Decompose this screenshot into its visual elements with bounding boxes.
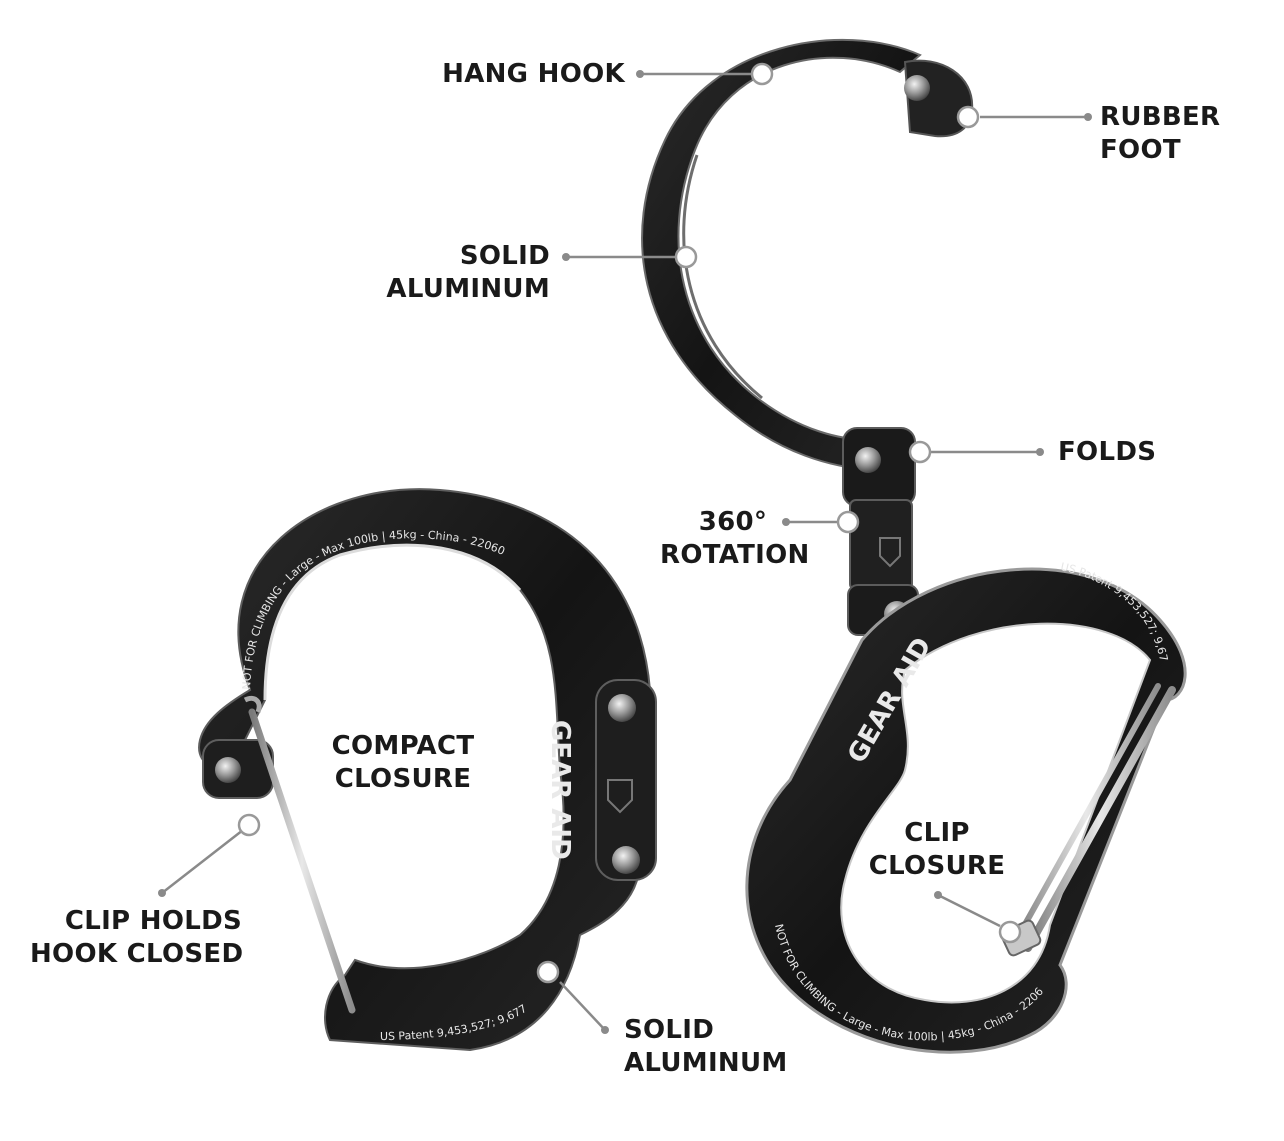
- left-carabiner: GEAR AID NOT FOR CLIMBING - Large - Max …: [0, 0, 657, 1052]
- callout-rings: [237, 62, 1022, 984]
- label-clip-closure: CLIP CLOSURE: [868, 818, 1006, 881]
- left-wire-clip: [248, 708, 356, 1014]
- logo-mark-icon-left: [607, 779, 633, 814]
- left-brand-mark: GEAR AID: [545, 720, 575, 860]
- hang-hook: [641, 39, 974, 472]
- label-hang-hook: HANG HOOK: [442, 59, 625, 89]
- label-folds: FOLDS: [1058, 437, 1157, 467]
- label-rubber-foot: RUBBER FOOT: [1100, 102, 1221, 165]
- label-solid-aluminum-bottom: SOLID ALUMINUM: [624, 1015, 788, 1078]
- logo-mark-icon: [879, 537, 901, 568]
- callout-dots: [158, 70, 1092, 1034]
- wire-gate: [1024, 686, 1176, 952]
- label-solid-aluminum-top: SOLID ALUMINUM: [386, 241, 550, 304]
- foot-rivet: [904, 75, 930, 101]
- label-360-rotation: 360° ROTATION: [660, 507, 810, 570]
- label-clip-holds-hook-closed: CLIP HOLDS HOOK CLOSED: [30, 906, 244, 969]
- leader-lines: [161, 72, 1088, 1031]
- label-compact-closure: COMPACT CLOSURE: [331, 731, 475, 794]
